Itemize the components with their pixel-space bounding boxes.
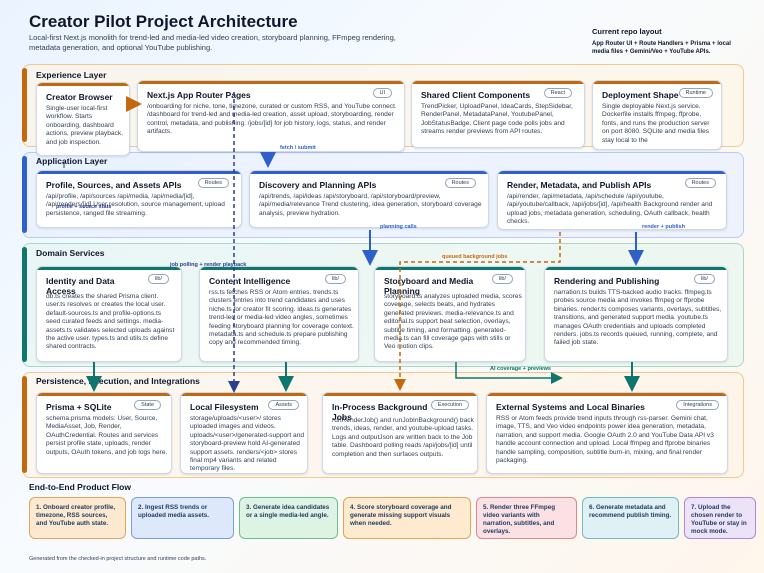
flow-step-2: 2. Ingest RSS trends or uploaded media a… bbox=[131, 497, 234, 539]
card-title: Deployment Shape bbox=[602, 90, 679, 100]
in-process-background-jobs-card: In-Process Background Jobs Execution run… bbox=[322, 392, 478, 474]
card-title: External Systems and Local Binaries bbox=[496, 402, 645, 412]
creator-browser-card: Creator Browser Single-user local-first … bbox=[36, 82, 130, 156]
card-tag: Routes bbox=[684, 178, 716, 188]
profile-source-label: profile + source state bbox=[56, 204, 112, 210]
card-tag: Routes bbox=[197, 178, 229, 188]
card-body: storyboard.ts analyzes uploaded media, s… bbox=[384, 293, 522, 351]
card-title: Shared Client Components bbox=[421, 90, 531, 100]
card-tag: lib/ bbox=[324, 274, 346, 284]
card-body: db.ts creates the shared Prisma client. … bbox=[46, 293, 175, 351]
card-tag: React bbox=[543, 88, 572, 98]
card-tag: Assets bbox=[268, 400, 299, 410]
card-body: schema.prisma models: User, Source, Medi… bbox=[46, 415, 168, 456]
card-body: narration.ts builds TTS-backed audio tra… bbox=[554, 289, 722, 347]
persistence-layer-accent bbox=[22, 376, 27, 473]
experience-layer-title: Experience Layer bbox=[36, 70, 107, 80]
storyboard-media-planning-card: Storyboard and Media Planning lib/ story… bbox=[374, 266, 526, 362]
render-publish-label: render + publish bbox=[642, 224, 685, 230]
card-body: storage/uploads/<user>/ stores uploaded … bbox=[190, 415, 305, 473]
card-tag: UI bbox=[372, 88, 392, 98]
card-tag: Runtime bbox=[678, 88, 713, 98]
card-body: RSS or Atom feeds provide trend inputs t… bbox=[496, 415, 714, 465]
flow-step-7: 7. Upload the chosen render to YouTube o… bbox=[684, 497, 756, 539]
persistence-layer-title: Persistence, Execution, and Integrations bbox=[36, 376, 200, 386]
experience-layer-accent bbox=[22, 68, 27, 142]
card-body: runRenderJob() and runJobInBackground() … bbox=[332, 417, 474, 458]
flow-step-3: 3. Generate idea candidates or a single … bbox=[239, 497, 338, 539]
repo-layout-title: Current repo layout bbox=[592, 27, 662, 36]
card-title: Local Filesystem bbox=[190, 402, 259, 412]
fetch-submit-label: fetch / submit bbox=[280, 145, 316, 151]
domain-layer-accent bbox=[22, 247, 27, 362]
footer-note: Generated from the checked-in project st… bbox=[29, 556, 207, 562]
card-body: /api/profile, /api/sources /api/media, /… bbox=[46, 193, 225, 217]
card-title: Rendering and Publishing bbox=[554, 276, 660, 286]
card-title: Next.js App Router Pages bbox=[147, 90, 251, 100]
card-title: Profile, Sources, and Assets APIs bbox=[46, 180, 182, 190]
page-title: Creator Pilot Project Architecture bbox=[29, 12, 298, 31]
card-tag: Routes bbox=[444, 178, 476, 188]
flow-title: End-to-End Product Flow bbox=[29, 482, 131, 492]
deployment-shape-card: Deployment Shape Runtime Single deployab… bbox=[592, 80, 722, 150]
card-tag: lib/ bbox=[147, 274, 169, 284]
domain-layer-title: Domain Services bbox=[36, 248, 105, 258]
card-tag: lib/ bbox=[491, 274, 513, 284]
shared-client-components-card: Shared Client Components React TrendPick… bbox=[411, 80, 585, 148]
content-intelligence-card: Content Intelligence lib/ rss.ts fetches… bbox=[199, 266, 359, 362]
card-title: Identity and Data Access bbox=[46, 276, 115, 296]
card-body: Single deployable Next.js service. Docke… bbox=[602, 103, 710, 144]
card-title: Render, Metadata, and Publish APIs bbox=[507, 180, 652, 190]
card-title: Content Intelligence bbox=[209, 276, 291, 286]
render-metadata-publish-apis-card: Render, Metadata, and Publish APIs Route… bbox=[497, 170, 727, 230]
repo-layout-text: App Router UI + Route Handlers + Prisma … bbox=[592, 41, 731, 55]
local-filesystem-card: Local Filesystem Assets storage/uploads/… bbox=[180, 392, 308, 474]
planning-calls-label: planning calls bbox=[380, 224, 417, 230]
application-layer-title: Application Layer bbox=[36, 156, 108, 166]
queued-jobs-label: queued background jobs bbox=[442, 254, 508, 260]
card-tag: State bbox=[134, 400, 161, 410]
page-subtitle: Local-first Next.js monolith for trend-l… bbox=[29, 33, 396, 52]
card-tag: Execution bbox=[430, 400, 469, 410]
rendering-publishing-card: Rendering and Publishing lib/ narration.… bbox=[544, 266, 728, 362]
card-tag: lib/ bbox=[693, 274, 715, 284]
flow-step-1: 1. Onboard creator profile, timezone, RS… bbox=[29, 497, 126, 539]
application-layer-accent bbox=[22, 156, 27, 233]
card-title: Prisma + SQLite bbox=[46, 402, 112, 412]
flow-step-5: 5. Render three FFmpeg video variants wi… bbox=[476, 497, 577, 539]
card-title: Creator Browser bbox=[46, 92, 113, 102]
card-tag: Integrations bbox=[676, 400, 719, 410]
discovery-planning-apis-card: Discovery and Planning APIs Routes /api/… bbox=[249, 170, 489, 228]
card-body: /api/trends, /api/ideas /api/storyboard,… bbox=[259, 193, 482, 217]
card-body: TrendPicker, UploadPanel, IdeaCards, Ste… bbox=[421, 103, 573, 136]
card-body: /onboarding for niche, tone, timezone, c… bbox=[147, 103, 397, 136]
external-systems-binaries-card: External Systems and Local Binaries Inte… bbox=[486, 392, 728, 474]
card-title: Discovery and Planning APIs bbox=[259, 180, 377, 190]
card-body: /api/render, /api/metadata, /api/schedul… bbox=[507, 193, 713, 226]
job-polling-label: job polling + render playback bbox=[170, 262, 247, 268]
ai-coverage-label: AI coverage + previews bbox=[490, 366, 551, 372]
app-router-pages-card: Next.js App Router Pages UI /onboarding … bbox=[137, 80, 405, 152]
card-body: Single-user local-first workflow. Starts… bbox=[46, 105, 123, 146]
prisma-sqlite-card: Prisma + SQLite State schema.prisma mode… bbox=[36, 392, 172, 474]
flow-step-6: 6. Generate metadata and recommend publi… bbox=[582, 497, 679, 539]
identity-data-access-card: Identity and Data Access lib/ db.ts crea… bbox=[36, 266, 182, 362]
card-body: rss.ts fetches RSS or Atom entries. tren… bbox=[209, 289, 354, 347]
card-title: In-Process Background Jobs bbox=[332, 402, 428, 422]
flow-step-4: 4. Score storyboard coverage and generat… bbox=[343, 497, 471, 539]
profile-sources-assets-apis-card: Profile, Sources, and Assets APIs Routes… bbox=[36, 170, 242, 228]
